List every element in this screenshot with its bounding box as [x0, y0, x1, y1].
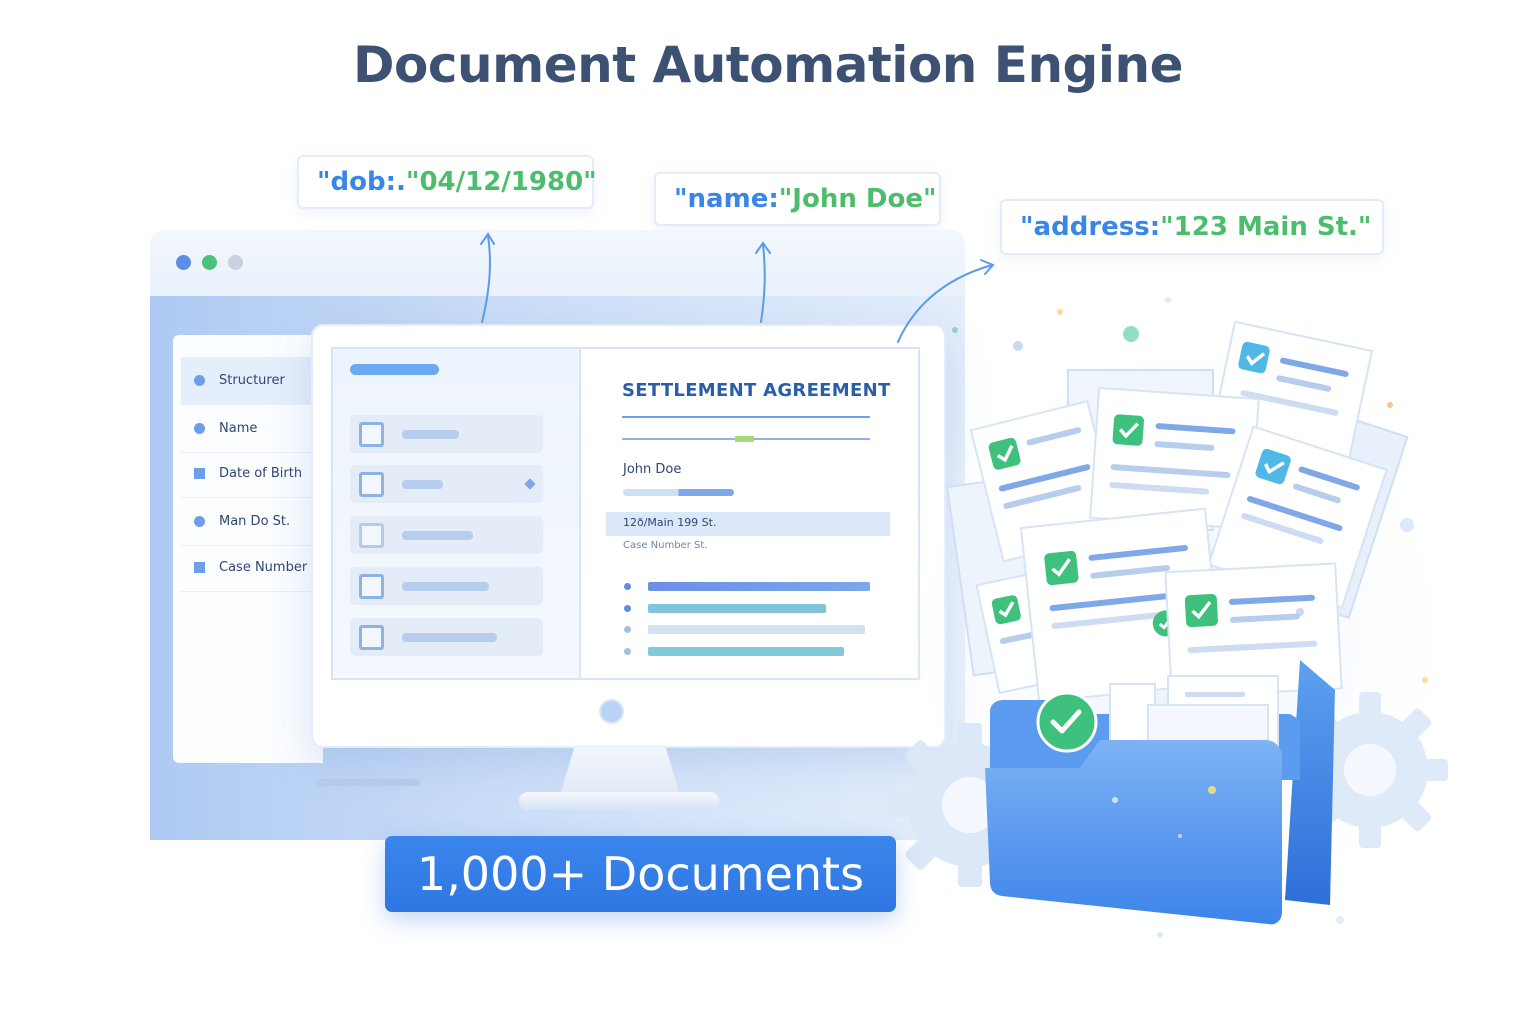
field-row[interactable] [350, 618, 543, 656]
confetti [952, 297, 1428, 938]
bullet-icon [194, 375, 205, 386]
window-dot-icon[interactable] [176, 255, 191, 270]
sidebar-item-label: Case Number [219, 560, 308, 575]
document-name: John Doe [623, 462, 682, 477]
document-title: SETTLEMENT AGREEMENT [622, 380, 891, 401]
square-icon [194, 562, 205, 573]
address-highlight [606, 512, 890, 536]
window-titlebar [150, 230, 965, 296]
field-row[interactable] [350, 415, 543, 453]
checkbox-icon[interactable] [359, 472, 384, 497]
checkbox-icon[interactable] [359, 523, 384, 548]
sidebar-item-case-number[interactable]: Case Number [181, 544, 323, 592]
text-line [648, 647, 844, 656]
text-line [648, 582, 870, 591]
json-value-name: "John Doe" [778, 184, 937, 214]
check-icon [1036, 691, 1098, 753]
document-card [1089, 386, 1260, 530]
document-case-number: Case Number St. [623, 540, 708, 551]
checkbox-icon[interactable] [359, 422, 384, 447]
name-underline [623, 489, 734, 496]
power-button[interactable] [599, 699, 624, 724]
json-tag-address: "address: "123 Main St." [1000, 199, 1384, 255]
window-dot-icon[interactable] [202, 255, 217, 270]
documents-count-badge: 1,000+ Documents [385, 836, 896, 912]
bullet-icon [624, 583, 631, 590]
sidebar-item-label: Date of Birth [219, 466, 303, 481]
divider-mark [735, 436, 754, 442]
json-value-address: "123 Main St." [1160, 212, 1372, 242]
document-card [1164, 562, 1343, 699]
monitor-stand [560, 747, 680, 795]
monitor-base [519, 792, 719, 810]
pane-header-bar [350, 364, 439, 375]
text-line [648, 625, 865, 634]
bullet-icon [624, 648, 631, 655]
page-title: Document Automation Engine [353, 36, 1183, 94]
window-dot-icon[interactable] [228, 255, 243, 270]
json-key-name: "name: [674, 184, 779, 214]
checkbox-icon[interactable] [359, 625, 384, 650]
sidebar-item-label: Structurer [219, 373, 285, 388]
field-row[interactable] [350, 516, 543, 554]
bullet-icon [624, 626, 631, 633]
json-tag-dob: "dob:. "04/12/1980" [297, 155, 597, 209]
square-icon [194, 468, 205, 479]
title-underline [622, 416, 870, 418]
bullet-icon [194, 516, 205, 527]
json-key-dob: "dob:. [317, 167, 406, 197]
json-tag-name: "name: "John Doe" [654, 172, 941, 226]
field-row[interactable] [350, 567, 543, 605]
sidebar-item-address[interactable]: Man Do St. [181, 498, 323, 546]
divider [316, 779, 420, 786]
sidebar-item-label: Name [219, 421, 258, 436]
sidebar-item-name[interactable]: Name [181, 405, 323, 453]
text-line [648, 604, 826, 613]
bullet-icon [624, 605, 631, 612]
sidebar-item-structurer[interactable]: Structurer [181, 357, 323, 405]
sidebar: Structurer Name Date of Birth Man Do St.… [173, 335, 323, 763]
json-key-address: "address: [1020, 212, 1161, 242]
document-address: 12ð/Main 199 St. [623, 516, 717, 529]
field-row[interactable] [350, 465, 543, 503]
sidebar-item-label: Man Do St. [219, 514, 291, 529]
json-value-dob: "04/12/1980" [405, 167, 597, 197]
sidebar-item-date-of-birth[interactable]: Date of Birth [181, 450, 323, 498]
bullet-icon [194, 423, 205, 434]
checkbox-icon[interactable] [359, 574, 384, 599]
folder-icon [985, 740, 1282, 925]
